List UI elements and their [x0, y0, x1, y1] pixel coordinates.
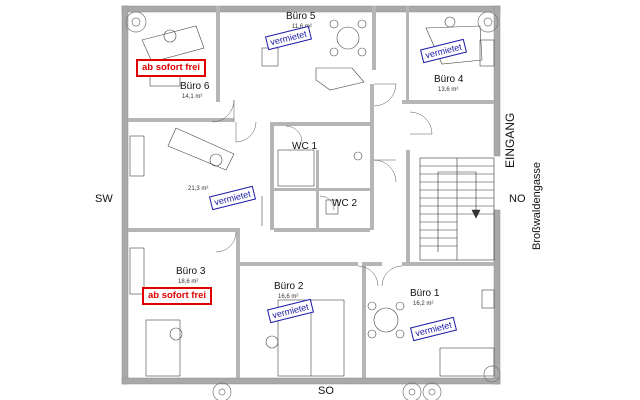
room-buero6-area: 14,1 m² [182, 94, 203, 100]
room-buero4-area: 13,6 m² [438, 87, 459, 93]
room-big-area: 21,3 m² [188, 186, 209, 192]
compass-so: SO [318, 385, 334, 397]
room-buero3-name: Büro 3 [176, 266, 206, 277]
room-buero1-area: 16,2 m² [413, 301, 434, 307]
inner-walls [128, 6, 494, 378]
room-buero1-name: Büro 1 [410, 288, 440, 299]
trees [125, 11, 501, 400]
compass-no: NO [509, 193, 526, 205]
entrance-label: EINGANG [503, 112, 517, 168]
room-buero6-name: Büro 6 [180, 81, 210, 92]
room-buero4-name: Büro 4 [434, 74, 464, 85]
street-name: Broßwaldengasse [531, 161, 543, 250]
stamp-available-buero3: ab sofort frei [142, 287, 213, 305]
room-buero3-area: 18,6 m² [178, 279, 199, 285]
stamp-available-buero6: ab sofort frei [136, 59, 207, 77]
room-wc2-name: WC 2 [332, 198, 357, 209]
room-wc1-name: WC 1 [292, 141, 317, 152]
room-buero2-area: 16,6 m² [278, 294, 299, 300]
stairs [419, 157, 495, 261]
doors [211, 83, 433, 287]
room-buero2-name: Büro 2 [274, 281, 304, 292]
room-buero5-name: Büro 5 [286, 11, 316, 22]
compass-sw: SW [95, 193, 113, 205]
